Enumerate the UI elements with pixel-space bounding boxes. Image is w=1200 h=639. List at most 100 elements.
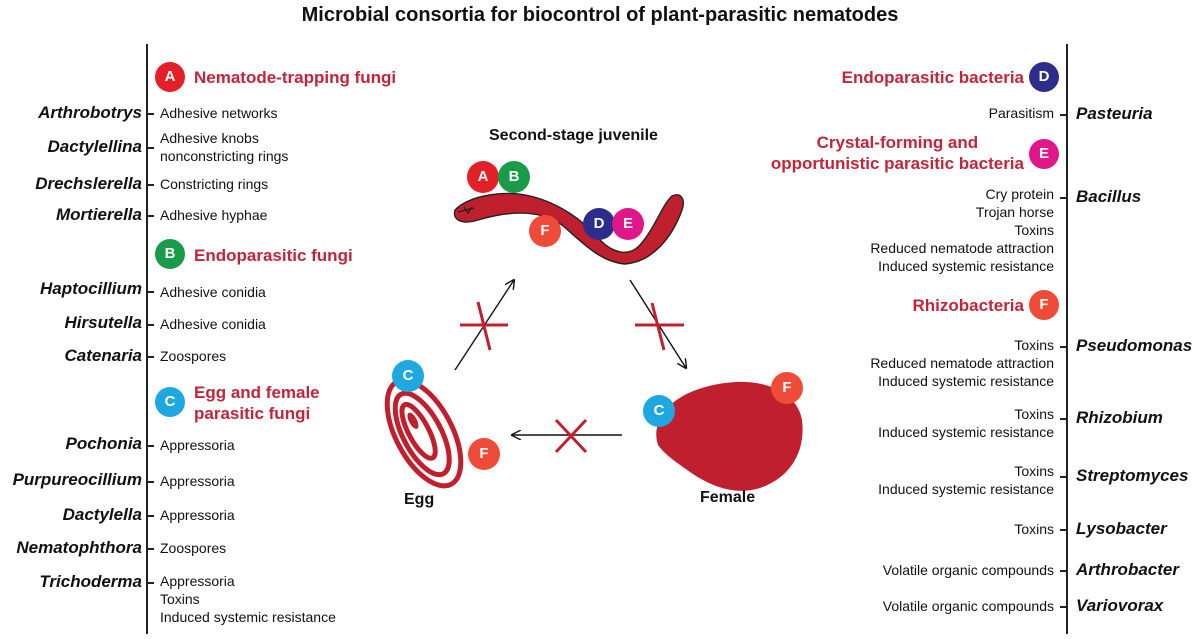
description-line: Toxins: [1014, 406, 1054, 422]
badge-c: C: [155, 387, 185, 417]
category-endoparasitic-fungi: Endoparasitic fungi: [194, 246, 353, 265]
genus-description: Toxins: [1014, 520, 1054, 538]
axis-tick: [146, 356, 154, 358]
axis-tick: [146, 324, 154, 326]
badge-d: D: [1029, 62, 1059, 92]
description-line: Adhesive conidia: [160, 284, 266, 300]
genus-label: Pseudomonas: [1076, 336, 1193, 355]
axis-tick: [1060, 114, 1068, 116]
description-line: Adhesive knobs: [160, 130, 259, 146]
genus-label: Pochonia: [65, 434, 142, 453]
genus-description: Appressoria Toxins Induced systemic resi…: [160, 572, 336, 626]
juvenile-badge-f: F: [529, 215, 561, 247]
genus-label: Arthrobotrys: [38, 103, 142, 122]
genus-description: Toxins Reduced nematode attraction Induc…: [870, 336, 1054, 390]
axis-tick: [146, 481, 154, 483]
category-crystal-forming-bacteria: Crystal-forming and opportunistic parasi…: [771, 132, 1024, 174]
category-label-line1: Crystal-forming and: [816, 133, 979, 152]
axis-tick: [1060, 606, 1068, 608]
axis-tick: [146, 291, 154, 293]
genus-description: Adhesive networks: [160, 104, 278, 122]
juvenile-stylet: [457, 206, 475, 215]
axis-tick: [146, 113, 154, 115]
description-line: Trojan horse: [975, 204, 1054, 220]
genus-description: Zoospores: [160, 347, 226, 365]
description-line: Cry protein: [985, 186, 1054, 202]
axis-tick: [1060, 418, 1068, 420]
stage-label-egg: Egg: [404, 491, 435, 508]
description-line: Volatile organic compounds: [882, 598, 1054, 614]
genus-description: Volatile organic compounds: [883, 597, 1054, 615]
category-egg-female-parasitic-fungi: Egg and female parasitic fungi: [194, 382, 320, 424]
genus-label: Mortierella: [56, 205, 142, 224]
genus-description: Adhesive conidia: [160, 315, 266, 333]
genus-label: Lysobacter: [1076, 519, 1167, 538]
axis-tick: [146, 582, 154, 584]
genus-description: Appressoria: [160, 506, 235, 524]
description-line: Induced systemic resistance: [878, 481, 1054, 497]
egg-badge-f: F: [468, 438, 500, 470]
category-endoparasitic-bacteria: Endoparasitic bacteria: [841, 68, 1024, 87]
description-line: Induced systemic resistance: [878, 258, 1054, 274]
description-line: Induced systemic resistance: [878, 373, 1054, 389]
category-nematode-trapping-fungi: Nematode-trapping fungi: [194, 68, 397, 87]
female-badge-f: F: [771, 372, 803, 404]
genus-description: Adhesive hyphae: [160, 206, 267, 224]
badge-e: E: [1029, 139, 1059, 169]
genus-label: Pasteuria: [1076, 104, 1153, 123]
genus-label: Trichoderma: [39, 572, 142, 591]
genus-description: Appressoria: [160, 436, 235, 454]
genus-label: Nematophthora: [16, 538, 142, 557]
axis-tick: [146, 215, 154, 217]
genus-label: Dactylella: [62, 505, 142, 524]
genus-description: Adhesive conidia: [160, 283, 266, 301]
description-line: Appressoria: [160, 573, 235, 589]
description-line: Induced systemic resistance: [878, 424, 1054, 440]
female-nematode-body: [656, 381, 803, 491]
genus-label: Bacillus: [1076, 187, 1142, 206]
egg-badge-c: C: [392, 360, 424, 392]
description-line: Toxins: [1014, 521, 1054, 537]
juvenile-nematode-body: [453, 192, 684, 265]
description-line: Reduced nematode attraction: [870, 355, 1054, 371]
genus-description: Parasitism: [989, 104, 1054, 122]
category-label-line2: opportunistic parasitic bacteria: [770, 154, 1024, 173]
juvenile-badge-a: A: [467, 161, 499, 193]
description-line: Volatile organic compounds: [882, 562, 1054, 578]
description-line: Induced systemic resistance: [160, 609, 336, 625]
genus-description: Appressoria: [160, 472, 235, 490]
left-axis-line: [146, 44, 148, 634]
right-axis-line: [1066, 44, 1068, 634]
blocked-cross-juvenile-female: [635, 302, 684, 351]
description-line: Toxins: [1014, 222, 1054, 238]
badge-f: F: [1029, 290, 1059, 320]
genus-description: Toxins Induced systemic resistance: [878, 405, 1054, 441]
genus-label: Catenaria: [64, 346, 142, 365]
genus-label: Hirsutella: [64, 313, 142, 332]
description-line: Adhesive networks: [160, 105, 278, 121]
axis-tick: [146, 184, 154, 186]
axis-tick: [146, 548, 154, 550]
description-line: nonconstricting rings: [160, 148, 289, 164]
category-label-line2: parasitic fungi: [194, 404, 311, 423]
genus-description: Toxins Induced systemic resistance: [878, 462, 1054, 498]
diagram-title: Microbial consortia for biocontrol of pl…: [301, 4, 899, 26]
axis-tick: [146, 445, 154, 447]
description-line: Appressoria: [160, 507, 235, 523]
axis-tick: [1060, 476, 1068, 478]
description-line: Adhesive conidia: [160, 316, 266, 332]
description-line: Reduced nematode attraction: [870, 240, 1054, 256]
stage-label-female: Female: [700, 489, 756, 506]
description-line: Zoospores: [160, 348, 227, 364]
genus-label: Rhizobium: [1076, 408, 1163, 427]
axis-tick: [1060, 197, 1068, 199]
genus-description: Volatile organic compounds: [883, 561, 1054, 579]
description-line: Appressoria: [160, 473, 235, 489]
description-line: Toxins: [1014, 463, 1054, 479]
stage-label-juvenile: Second-stage juvenile: [489, 127, 658, 144]
axis-tick: [1060, 346, 1068, 348]
badge-b: B: [155, 239, 185, 269]
description-line: Toxins: [160, 591, 200, 607]
description-line: Appressoria: [160, 437, 235, 453]
